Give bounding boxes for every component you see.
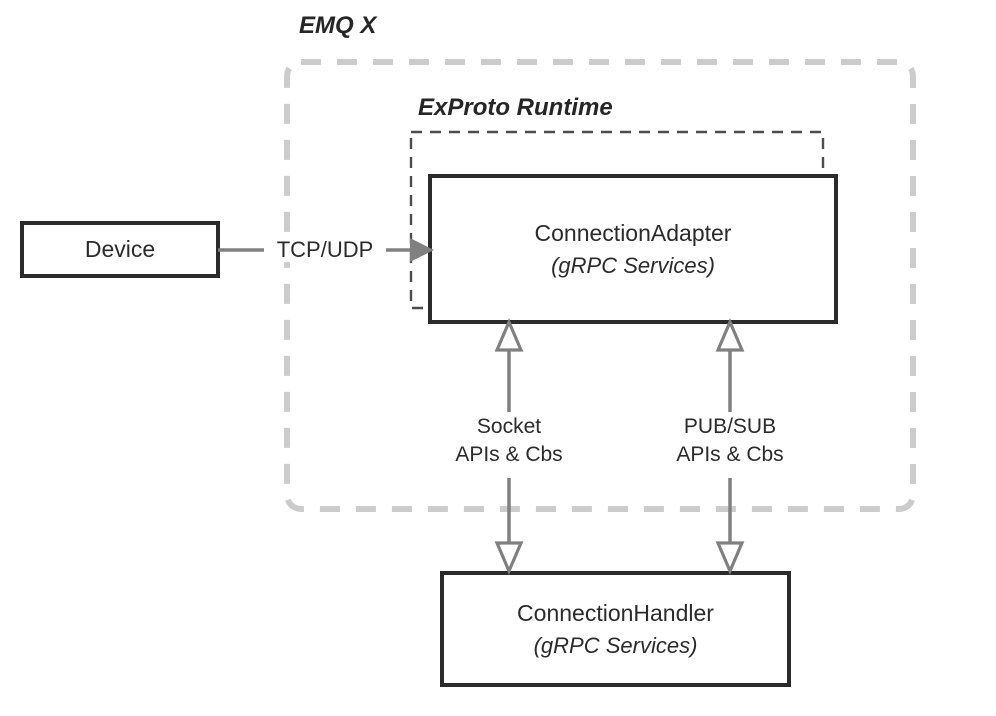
node-connection-handler[interactable]: ConnectionHandler (gRPC Services): [442, 573, 789, 685]
group-label-emqx: EMQ X: [299, 12, 377, 39]
edge-label-pubsub-apis: PUB/SUB APIs & Cbs: [650, 413, 810, 470]
group-label-exproto: ExProto Runtime: [418, 94, 613, 121]
node-connection-adapter-title: ConnectionAdapter: [534, 219, 732, 246]
edge-label-socket-apis-line2: APIs & Cbs: [429, 441, 589, 470]
edge-label-socket-apis: Socket APIs & Cbs: [429, 413, 589, 470]
arrowhead-hollow-down: [715, 541, 745, 576]
arrowhead-hollow-up: [494, 317, 524, 352]
edge-label-pubsub-apis-line1: PUB/SUB: [650, 413, 810, 442]
node-connection-adapter[interactable]: ConnectionAdapter (gRPC Services): [430, 176, 836, 322]
node-device-title: Device: [84, 236, 156, 262]
arrowhead-hollow-up: [715, 317, 745, 352]
node-connection-handler-title: ConnectionHandler: [517, 599, 714, 626]
node-device[interactable]: Device: [22, 223, 218, 276]
edge-label-socket-apis-line1: Socket: [429, 413, 589, 442]
node-connection-handler-box[interactable]: [440, 571, 791, 687]
group-emqx-boundary: [284, 59, 916, 512]
node-connection-adapter-subtitle: (gRPC Services): [551, 252, 715, 278]
edge-socket-apis: [494, 317, 524, 576]
arrowhead-filled-right: [410, 238, 434, 262]
edge-device-to-adapter: [218, 238, 434, 262]
edge-pubsub-apis: [715, 317, 745, 576]
node-connection-adapter-box[interactable]: [428, 174, 838, 324]
arrowhead-hollow-down: [494, 541, 524, 576]
edge-label-pubsub-apis-line2: APIs & Cbs: [650, 441, 810, 470]
node-connection-handler-subtitle: (gRPC Services): [533, 632, 698, 658]
edge-label-tcp-udp: TCP/UDP: [264, 237, 386, 263]
